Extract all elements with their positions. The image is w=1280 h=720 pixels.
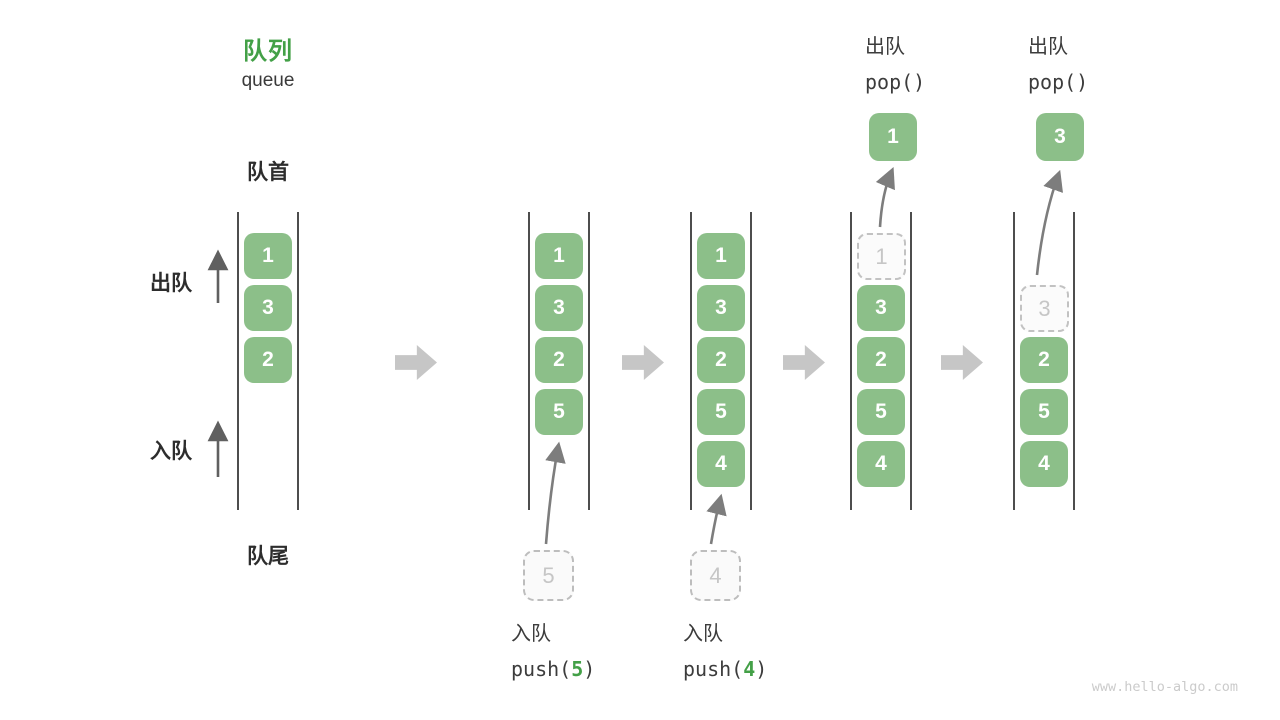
push-op-label: 入队 xyxy=(683,623,723,645)
queue-rail-right xyxy=(588,212,590,510)
queue-rail-left xyxy=(528,212,530,510)
state-transition-arrow-icon xyxy=(783,345,825,380)
queue-cell: 3 xyxy=(535,285,583,331)
dequeue-direction-label: 出队 xyxy=(150,272,192,295)
queue-cell: 1 xyxy=(244,233,292,279)
pop-3-annotation: 出队 pop() xyxy=(1028,30,1088,100)
queue-cell-removed: 1 xyxy=(857,233,906,280)
queue-cell: 5 xyxy=(535,389,583,435)
queue-cell: 5 xyxy=(697,389,745,435)
push-code-label: push(4) xyxy=(683,657,768,681)
push-op-label: 入队 xyxy=(511,623,551,645)
queue-cell: 2 xyxy=(244,337,292,383)
diagram-title-zh: 队列 xyxy=(243,38,293,65)
queue-cell: 1 xyxy=(697,233,745,279)
queue-rail-left xyxy=(1013,212,1015,510)
queue-cell: 5 xyxy=(1020,389,1068,435)
queue-cell: 4 xyxy=(857,441,905,487)
queue-cell: 1 xyxy=(535,233,583,279)
incoming-element-4: 4 xyxy=(690,550,741,601)
queue-cell: 5 xyxy=(857,389,905,435)
queue-cell: 3 xyxy=(244,285,292,331)
queue-cell: 3 xyxy=(857,285,905,331)
queue-state-push-5: 1 3 2 5 xyxy=(528,212,590,510)
pop-1-annotation: 出队 pop() xyxy=(865,30,925,100)
pop-op-label: 出队 xyxy=(865,36,905,58)
queue-rail-right xyxy=(297,212,299,510)
pop-code-label: pop() xyxy=(865,70,926,94)
queue-state-pop-3: 3 2 5 4 xyxy=(1013,212,1075,510)
queue-rail-left xyxy=(237,212,239,510)
queue-cell: 2 xyxy=(1020,337,1068,383)
queue-cell: 2 xyxy=(857,337,905,383)
queue-rail-right xyxy=(750,212,752,510)
queue-front-label: 队首 xyxy=(247,161,289,184)
push-5-annotation: 入队 push(5) xyxy=(511,617,595,687)
enqueue-direction-label: 入队 xyxy=(150,440,192,463)
push-4-annotation: 入队 push(4) xyxy=(683,617,767,687)
push-code-label: push(5) xyxy=(511,657,596,681)
queue-state-initial: 1 3 2 xyxy=(237,212,299,510)
popped-element-3: 3 xyxy=(1036,113,1084,161)
queue-cell: 4 xyxy=(1020,441,1068,487)
queue-cell: 2 xyxy=(697,337,745,383)
queue-rail-left xyxy=(690,212,692,510)
incoming-element-5: 5 xyxy=(523,550,574,601)
queue-rail-left xyxy=(850,212,852,510)
state-transition-arrow-icon xyxy=(622,345,664,380)
queue-cell-removed: 3 xyxy=(1020,285,1069,332)
push-arg: 4 xyxy=(743,657,756,681)
pop-op-label: 出队 xyxy=(1028,36,1068,58)
queue-rail-right xyxy=(1073,212,1075,510)
queue-rail-right xyxy=(910,212,912,510)
popped-element-1: 1 xyxy=(869,113,917,161)
pop-code-label: pop() xyxy=(1028,70,1089,94)
push-arg: 5 xyxy=(571,657,584,681)
queue-cell: 4 xyxy=(697,441,745,487)
diagram-title-en: queue xyxy=(241,70,295,91)
queue-cell: 2 xyxy=(535,337,583,383)
queue-state-push-4: 1 3 2 5 4 xyxy=(690,212,752,510)
state-transition-arrow-icon xyxy=(941,345,983,380)
watermark: www.hello-algo.com xyxy=(1091,679,1238,695)
queue-rear-label: 队尾 xyxy=(247,545,289,568)
state-transition-arrow-icon xyxy=(395,345,437,380)
queue-cell: 3 xyxy=(697,285,745,331)
queue-state-pop-1: 1 3 2 5 4 xyxy=(850,212,912,510)
